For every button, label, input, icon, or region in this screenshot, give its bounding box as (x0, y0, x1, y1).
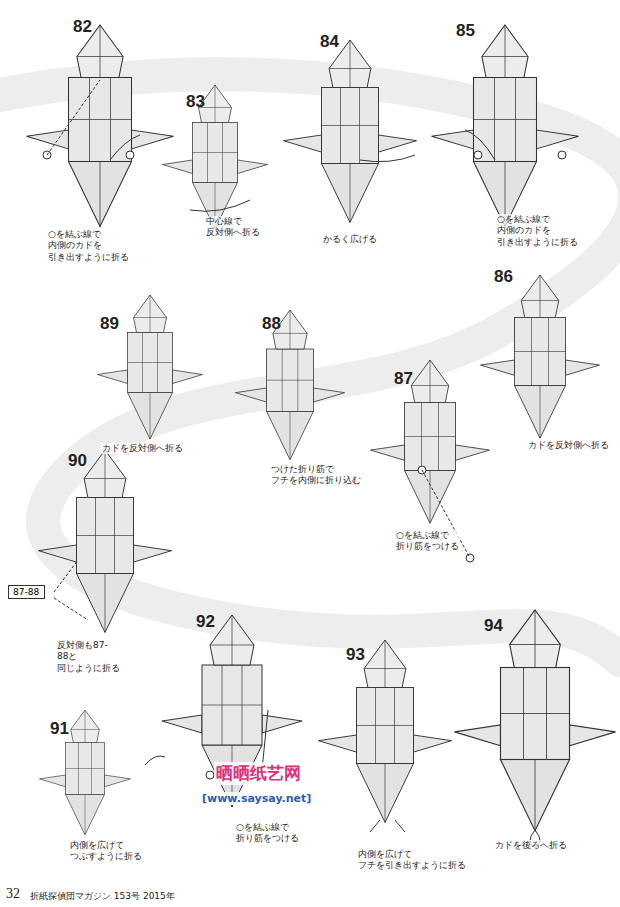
fold-marks (43, 80, 566, 848)
step-number: 89 (100, 315, 119, 332)
step-number: 88 (262, 315, 281, 332)
step-85-figure (432, 25, 579, 227)
box-label: 87-88 (13, 587, 39, 597)
step-92-figure (162, 615, 302, 807)
caption: ○を結ぶ線で 内側のカドを 引き出すように折る (496, 214, 579, 248)
step-number: 92 (196, 613, 215, 630)
step-number: 91 (50, 720, 69, 737)
step-84-figure (284, 40, 417, 222)
step-82-figure (27, 25, 174, 227)
step-90-figure (38, 450, 171, 632)
step-number: 85 (456, 22, 475, 39)
caption: かるく広げる (322, 234, 378, 245)
step-number: 90 (68, 452, 87, 469)
caption: ○を結ぶ線で 折り筋をつける (395, 530, 460, 553)
caption: ○を結ぶ線で 内側のカドを 引き出すように折る (47, 229, 130, 263)
caption: 内側を広げて つぶすように折る (69, 840, 143, 863)
step-number: 86 (494, 268, 513, 285)
caption: カドを後ろへ折る (494, 840, 568, 851)
caption: ○を結ぶ線で 折り筋をつける (235, 822, 300, 845)
step-83-figure (163, 85, 268, 229)
step-number: 84 (320, 33, 339, 50)
step-91-figure (39, 710, 130, 835)
caption: 中心線で 反対側へ折る (205, 216, 261, 239)
caption: つけた折り筋で フチを内側に折り込む (270, 464, 362, 487)
step-88-figure (235, 310, 344, 460)
footer-text: 折紙探偵団マガジン 153号 2015年 (30, 890, 175, 903)
reference-box: 87-88 (8, 585, 45, 599)
caption: 内側を広げて フチを引き出すように折る (357, 849, 467, 872)
caption: カドを反対側へ折る (527, 440, 610, 451)
step-number: 83 (186, 93, 205, 110)
step-number: 82 (73, 18, 92, 35)
watermark: 晒晒纸艺网 (214, 762, 303, 785)
step-number: 93 (346, 646, 365, 663)
step-number: 87 (394, 370, 413, 387)
caption: カドを反対側へ折る (101, 443, 184, 454)
step-89-figure (98, 295, 203, 439)
step-94-figure (455, 610, 616, 831)
watermark-url: [www.saysay.net] (200, 792, 313, 805)
caption: 反対側も87-88と 同じように折る (56, 640, 121, 674)
step-87-figure (371, 360, 490, 523)
step-number: 94 (484, 617, 503, 634)
step-93-figure (319, 640, 452, 822)
step-86-figure (481, 275, 600, 438)
page-number: 32 (6, 886, 20, 902)
